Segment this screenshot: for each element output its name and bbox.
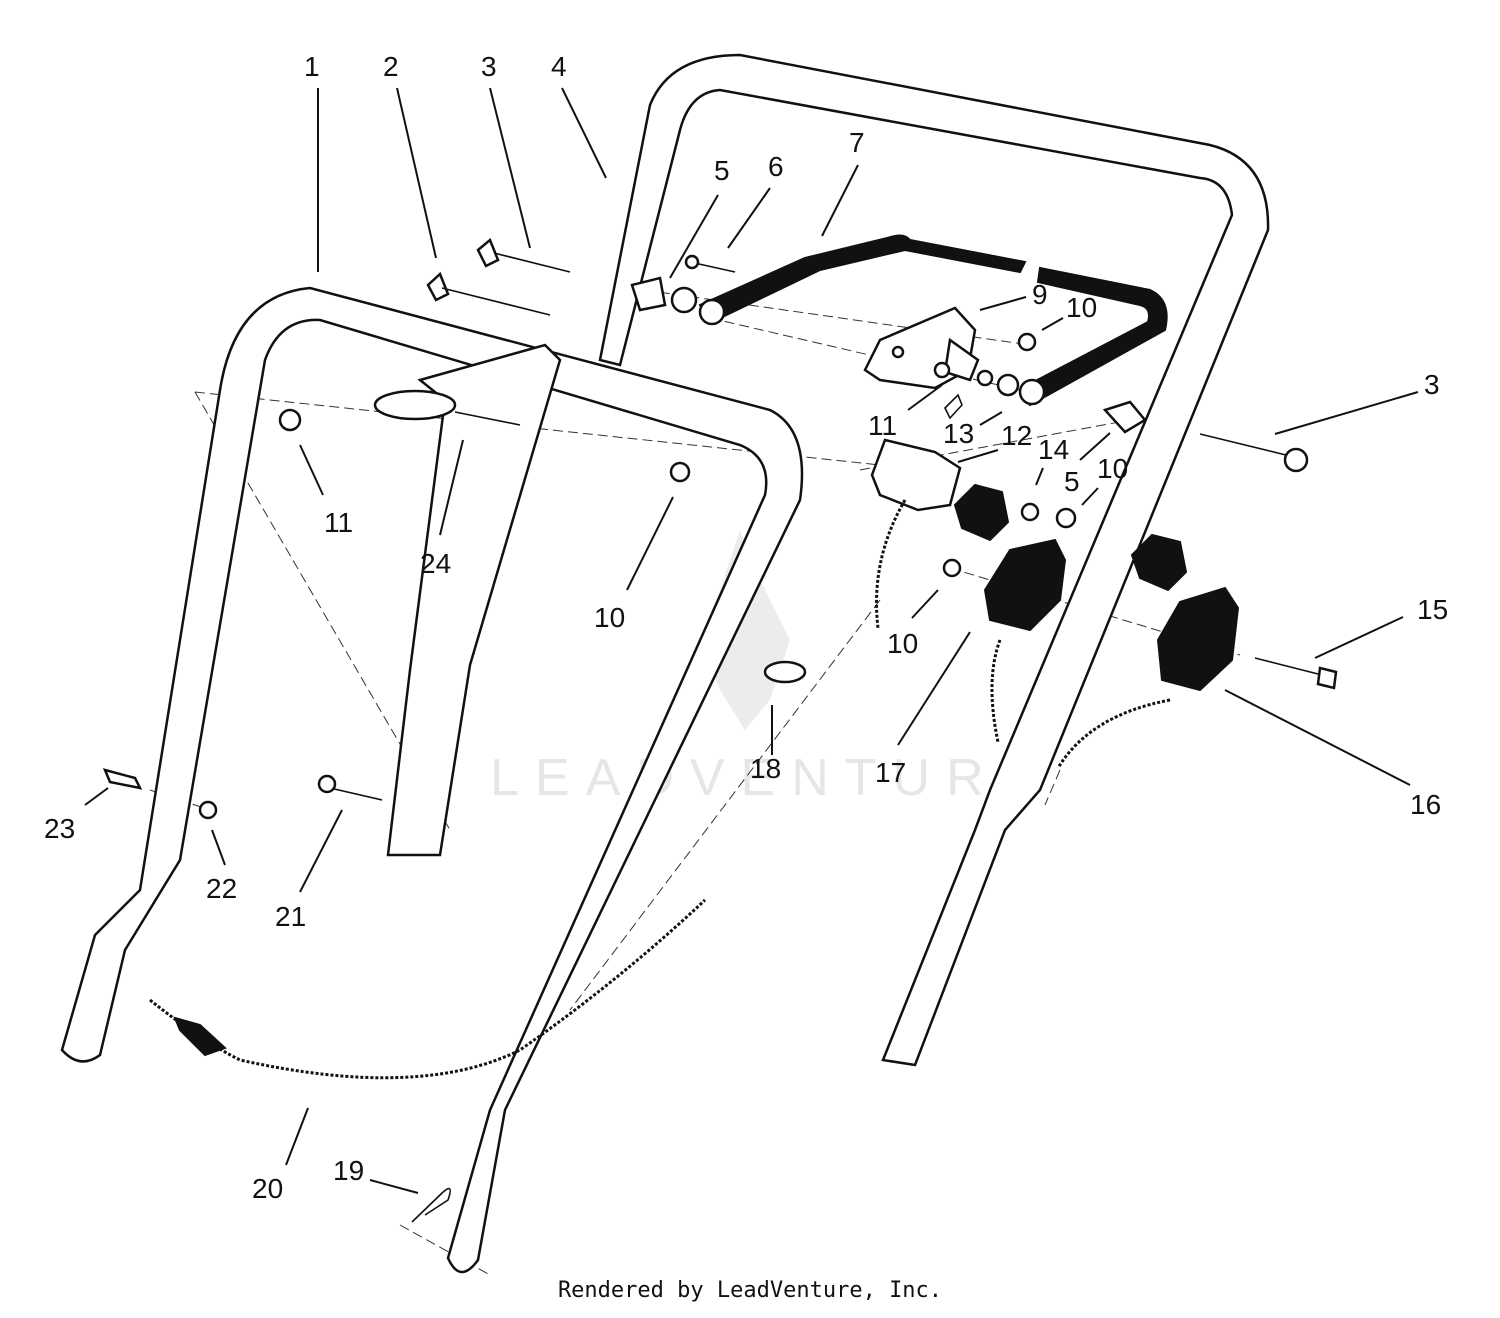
- callout-10: 10: [1097, 453, 1128, 484]
- callout-11: 11: [324, 507, 353, 538]
- bracket: [863, 306, 980, 390]
- hardware: [102, 237, 1338, 1223]
- upper-handle: [598, 53, 1270, 1067]
- callout-4: 4: [551, 51, 567, 82]
- callout-15: 15: [1417, 594, 1448, 625]
- watermark: LEADVENTURE: [490, 530, 1050, 807]
- lower-handle: [60, 286, 804, 1274]
- callout-16: 16: [1410, 789, 1441, 820]
- callout-20: 20: [252, 1173, 283, 1204]
- callout-11: 11: [868, 410, 897, 441]
- callout-10: 10: [1066, 292, 1097, 323]
- callout-12: 12: [1001, 420, 1032, 451]
- callout-24: 24: [420, 548, 451, 579]
- control-bar: [698, 234, 1168, 407]
- callout-10: 10: [887, 628, 918, 659]
- callouts: 1 2 3 4 5 6 7 9 10 3 11 13 12 14 10 5 11…: [44, 51, 1448, 1204]
- switch-and-cable: [149, 393, 963, 1080]
- callout-19: 19: [333, 1155, 364, 1186]
- watermark-text: LEADVENTURE: [490, 749, 1050, 807]
- callout-5: 5: [714, 155, 730, 186]
- footer-credit: Rendered by LeadVenture, Inc.: [557, 1278, 943, 1303]
- callout-17: 17: [875, 757, 906, 788]
- callout-3: 3: [1424, 369, 1440, 400]
- callout-14: 14: [1038, 434, 1069, 465]
- callout-18: 18: [750, 753, 781, 784]
- callout-3: 3: [481, 51, 497, 82]
- callout-23: 23: [44, 813, 75, 844]
- callout-21: 21: [275, 901, 306, 932]
- callout-1: 1: [304, 51, 320, 82]
- callout-6: 6: [768, 151, 784, 182]
- callout-22: 22: [206, 873, 237, 904]
- callout-2: 2: [383, 51, 399, 82]
- leader-lines: [84, 87, 1419, 1194]
- callout-9: 9: [1032, 279, 1048, 310]
- callout-7: 7: [849, 127, 865, 158]
- grips: [953, 483, 1240, 769]
- callout-10: 10: [594, 602, 625, 633]
- callout-5: 5: [1064, 466, 1080, 497]
- callout-13: 13: [943, 418, 974, 449]
